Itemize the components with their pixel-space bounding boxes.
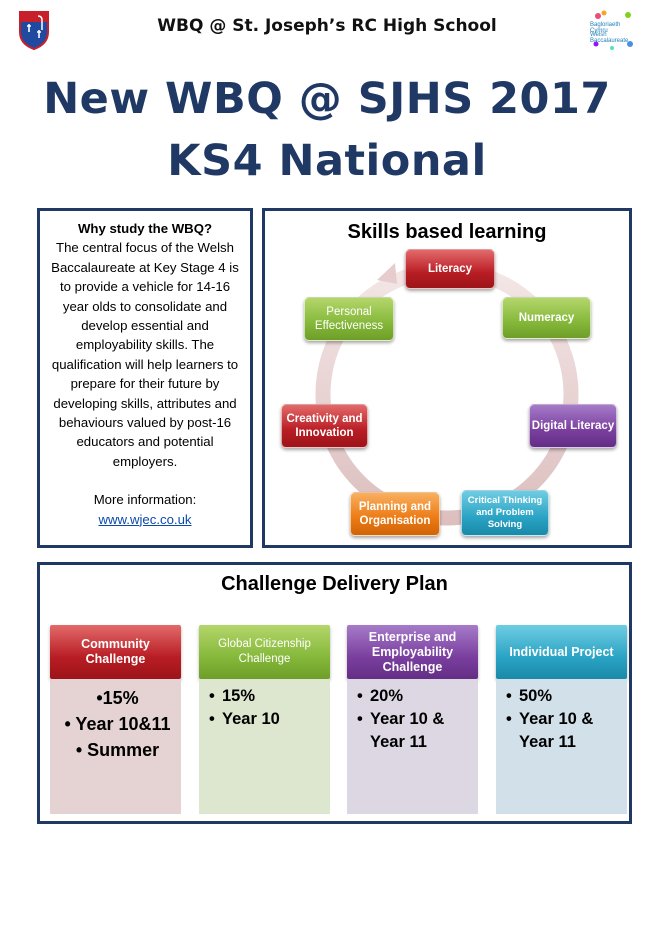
global-citizenship-column: Global Citizenship Challenge • 15% • Year … xyxy=(199,625,330,814)
skill-digital-literacy: Digital Literacy xyxy=(529,404,617,448)
bullet-icon: • xyxy=(506,687,512,705)
bullet-icon: • xyxy=(506,710,512,728)
main-subtitle: KS4 National xyxy=(167,136,487,186)
column-item: Year 10 & Year 11 xyxy=(370,710,445,751)
column-item: 20% xyxy=(370,687,404,705)
cycle-arrowhead xyxy=(377,263,397,284)
column-item: 15% xyxy=(222,687,256,705)
wjec-link[interactable]: www.wjec.co.uk xyxy=(98,511,192,527)
why-study-box: Why study the WBQ? The central focus of … xyxy=(37,208,253,548)
plan-title: Challenge Delivery Plan xyxy=(221,573,448,595)
why-body: The central focus of the Welsh Baccalaur… xyxy=(51,240,239,469)
column-item: Year 10 & Year 11 xyxy=(519,710,594,751)
column-title: Global Citizenship Challenge xyxy=(199,625,330,679)
bullet-icon: • xyxy=(357,687,363,705)
main-title: New WBQ @ SJHS 2017 xyxy=(43,74,611,124)
column-item: Year 10 xyxy=(222,710,280,728)
column-body: •15% • Year 10&11 • Summer xyxy=(50,679,181,814)
column-item: 50% xyxy=(519,687,553,705)
column-item: • Summer xyxy=(75,740,160,760)
bullet-icon: • xyxy=(209,687,215,705)
individual-project-column: Individual Project • 50% • Year 10 & Year … xyxy=(496,625,627,814)
column-title: Community Challenge xyxy=(50,625,181,679)
skills-title: Skills based learning xyxy=(347,221,547,243)
bullet-icon: • xyxy=(209,710,215,728)
logo-text-english: Welsh Baccalaureate xyxy=(590,32,629,44)
logo-text-welsh: Bagloriaeth Cymru xyxy=(590,22,621,34)
welsh-bacc-logo: Bagloriaeth Cymru Welsh Baccalaureate xyxy=(590,8,636,52)
skill-literacy: Literacy xyxy=(405,249,495,289)
column-title: Individual Project xyxy=(496,625,627,679)
skill-critical-thinking: Critical Thinking and Problem Solving xyxy=(461,490,549,536)
more-info-label: More information: xyxy=(93,492,197,508)
school-crest-logo xyxy=(18,10,50,51)
column-body: • 50% • Year 10 & Year 11 xyxy=(496,679,627,814)
skill-planning: Planning and Organisation xyxy=(350,492,440,536)
bullet-icon: • xyxy=(357,710,363,728)
why-heading: Why study the WBQ? xyxy=(77,221,213,236)
skill-creativity: Creativity and Innovation xyxy=(281,404,368,448)
enterprise-column: Enterprise and Employability Challenge •… xyxy=(347,625,478,814)
column-item: •15% xyxy=(96,688,139,708)
skills-panel: Skills based learning Literacy Numeracy … xyxy=(262,208,632,548)
column-body: • 15% • Year 10 xyxy=(199,679,330,814)
community-challenge-column: Community Challenge •15% • Year 10&11 • … xyxy=(50,625,181,814)
skill-personal-effectiveness: Personal Effectiveness xyxy=(304,297,394,341)
skill-numeracy: Numeracy xyxy=(502,297,591,339)
column-body: • 20% • Year 10 & Year 11 xyxy=(347,679,478,814)
column-title: Enterprise and Employability Challenge xyxy=(347,625,478,679)
challenge-plan-panel: Challenge Delivery Plan Community Challe… xyxy=(37,562,632,824)
column-item: • Year 10&11 xyxy=(64,714,171,734)
school-header: WBQ @ St. Joseph’s RC High School xyxy=(157,16,497,36)
